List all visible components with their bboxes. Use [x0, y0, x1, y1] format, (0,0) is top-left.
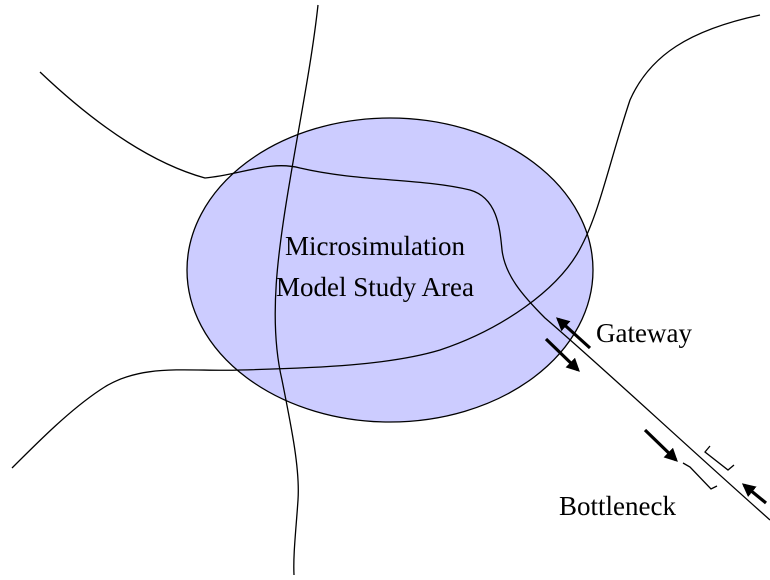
study-area-ellipse [186, 117, 594, 423]
bottleneck-label: Bottleneck [559, 491, 676, 521]
gateway-outbound-arrow [544, 337, 580, 372]
bottleneck-bracket-lower [682, 462, 718, 490]
bottleneck-bracket-upper [704, 445, 735, 471]
bottleneck-outbound-arrow [643, 428, 678, 462]
bottleneck-inbound-arrow [741, 483, 768, 505]
road-vertical [274, 4, 319, 576]
study-area-label-line2: Model Study Area [276, 272, 474, 302]
road-upper-left-loop [39, 71, 770, 521]
study-area-label-line1: Microsimulation [285, 231, 465, 261]
road-upper-right [11, 14, 761, 469]
gateway-inbound-arrow [556, 317, 592, 350]
gateway-label: Gateway [596, 318, 692, 348]
